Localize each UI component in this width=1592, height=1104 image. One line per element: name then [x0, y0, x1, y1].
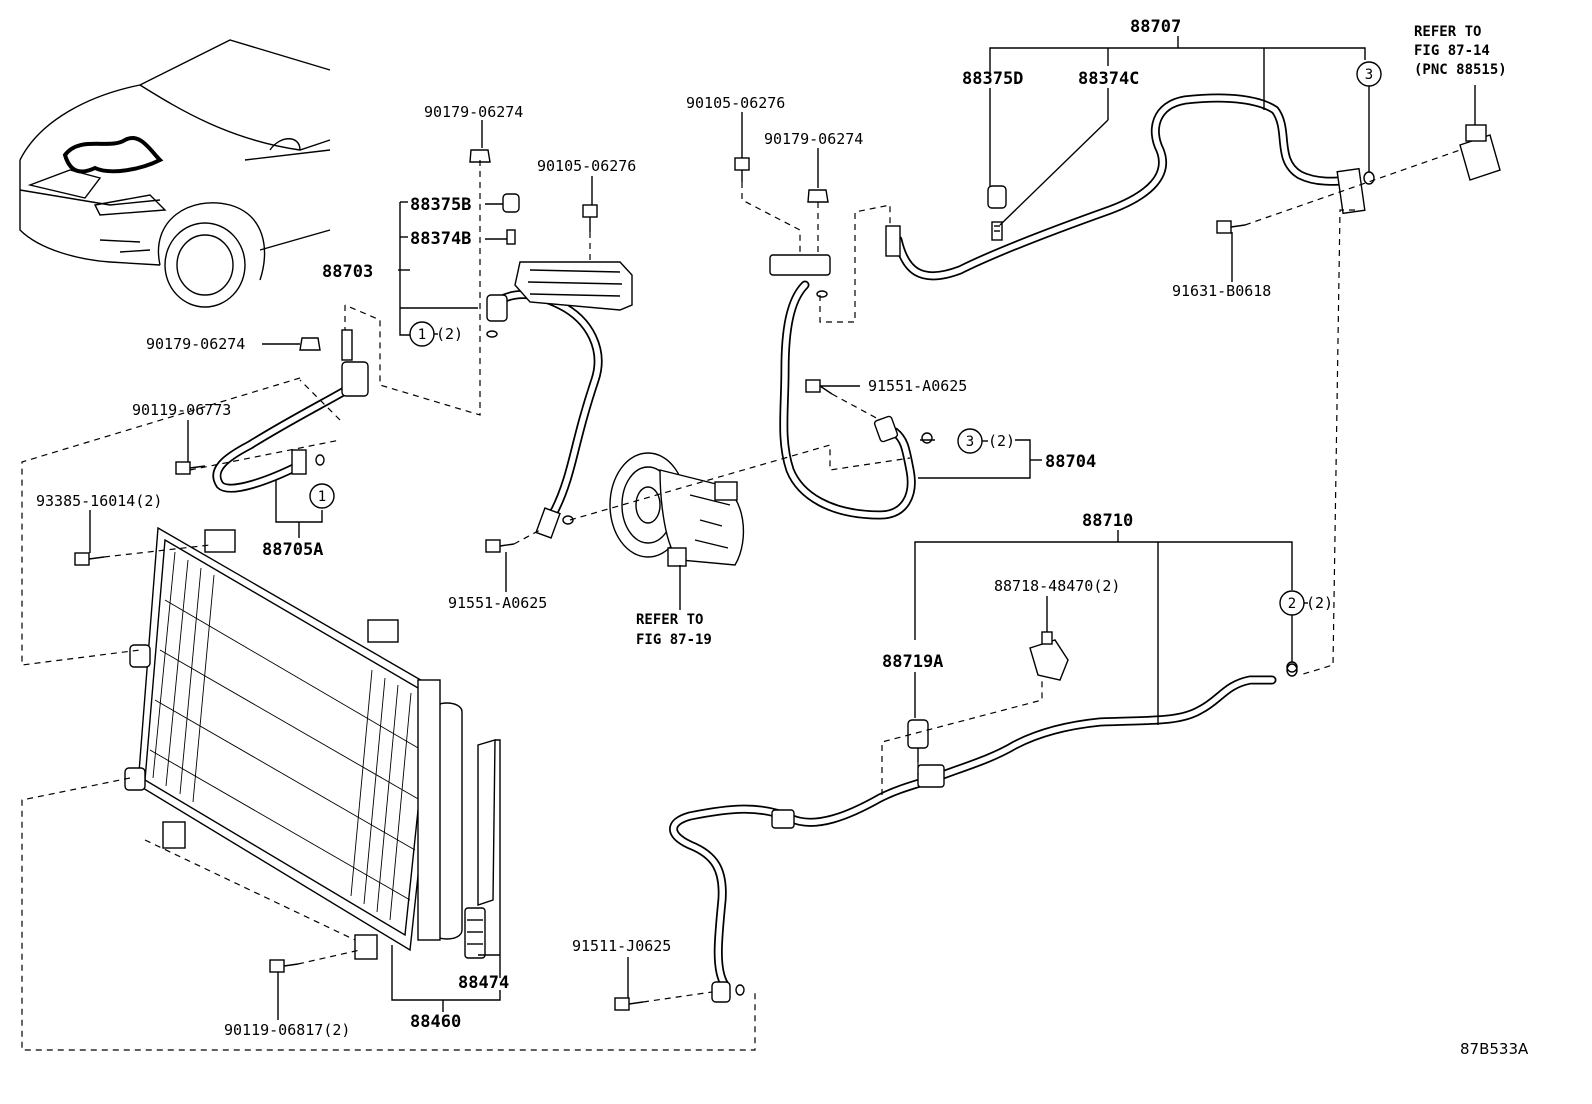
desiccant-88474	[464, 739, 496, 959]
valve-core-88374C	[991, 221, 1003, 241]
hose-88703[interactable]	[486, 261, 633, 539]
label-88704: 88704	[1045, 452, 1096, 472]
pressure-switch-88719A	[907, 719, 929, 762]
circle-1-88705A: 1	[318, 489, 326, 505]
label-91551-A0625-a: 91551-A0625	[448, 594, 547, 612]
label-88703: 88703	[322, 262, 373, 282]
ref-fig-87-14-line1: REFER TO	[1414, 24, 1481, 40]
cap-88375B	[502, 193, 520, 213]
vehicle-thumbnail	[19, 39, 331, 308]
label-88374C: 88374C	[1078, 69, 1139, 89]
pipe-88710[interactable]	[669, 661, 1298, 1003]
dashed-guides	[21, 149, 1461, 1051]
label-88375D: 88375D	[962, 69, 1023, 89]
pipe-88705A[interactable]	[212, 329, 369, 493]
label-93385-16014: 93385-16014(2)	[36, 492, 162, 510]
label-90179-06274-c: 90179-06274	[146, 335, 245, 353]
label-90119-06817: 90119-06817(2)	[224, 1021, 350, 1039]
ref-fig-87-14-line2: FIG 87-14	[1414, 43, 1490, 59]
compressor	[609, 452, 745, 567]
label-91551-A0625-b: 91551-A0625	[868, 377, 967, 395]
qty-circle-2: (2)	[1306, 594, 1333, 612]
clamp-88718	[1029, 631, 1069, 681]
condenser-88460	[124, 526, 463, 960]
label-90119-06773: 90119-06773	[132, 401, 231, 419]
leader-lines	[89, 36, 1476, 1020]
circle-1-88703: 1	[418, 327, 426, 343]
label-88460: 88460	[410, 1012, 461, 1032]
label-88719A: 88719A	[882, 652, 943, 672]
label-88375B: 88375B	[410, 195, 471, 215]
qty-circle-3: (2)	[988, 432, 1015, 450]
label-90179-06274-b: 90179-06274	[764, 130, 863, 148]
valve-core-88374B	[506, 229, 516, 245]
label-91511-J0625: 91511-J0625	[572, 937, 671, 955]
circle-2-88710: 2	[1288, 596, 1296, 612]
diagram-code: 87B533A	[1460, 1040, 1529, 1058]
label-88710: 88710	[1082, 511, 1133, 531]
qty-circle-1: (2)	[436, 325, 463, 343]
label-88705A: 88705A	[262, 540, 323, 560]
bolt-icons	[74, 149, 1246, 1011]
label-90105-06276-a: 90105-06276	[537, 157, 636, 175]
label-88374B: 88374B	[410, 229, 471, 249]
label-91631-B0618: 91631-B0618	[1172, 282, 1271, 300]
label-90179-06274-a: 90179-06274	[424, 103, 523, 121]
label-88474: 88474	[458, 973, 509, 993]
ref-fig-87-19-line1: REFER TO	[636, 612, 703, 628]
circle-3-top: 3	[1365, 67, 1373, 83]
label-88707: 88707	[1130, 17, 1181, 37]
ref-fig-87-19-line2: FIG 87-19	[636, 632, 712, 648]
label-88718-48470: 88718-48470(2)	[994, 577, 1120, 595]
label-90105-06276-b: 90105-06276	[686, 94, 785, 112]
cap-88375D	[987, 185, 1007, 209]
hose-88704[interactable]	[769, 254, 933, 520]
pipe-88707[interactable]	[885, 93, 1366, 281]
ref-fig-87-14-line3: (PNC 88515)	[1414, 62, 1507, 78]
expansion-valve	[1459, 124, 1501, 181]
circle-3-88704: 3	[966, 434, 974, 450]
